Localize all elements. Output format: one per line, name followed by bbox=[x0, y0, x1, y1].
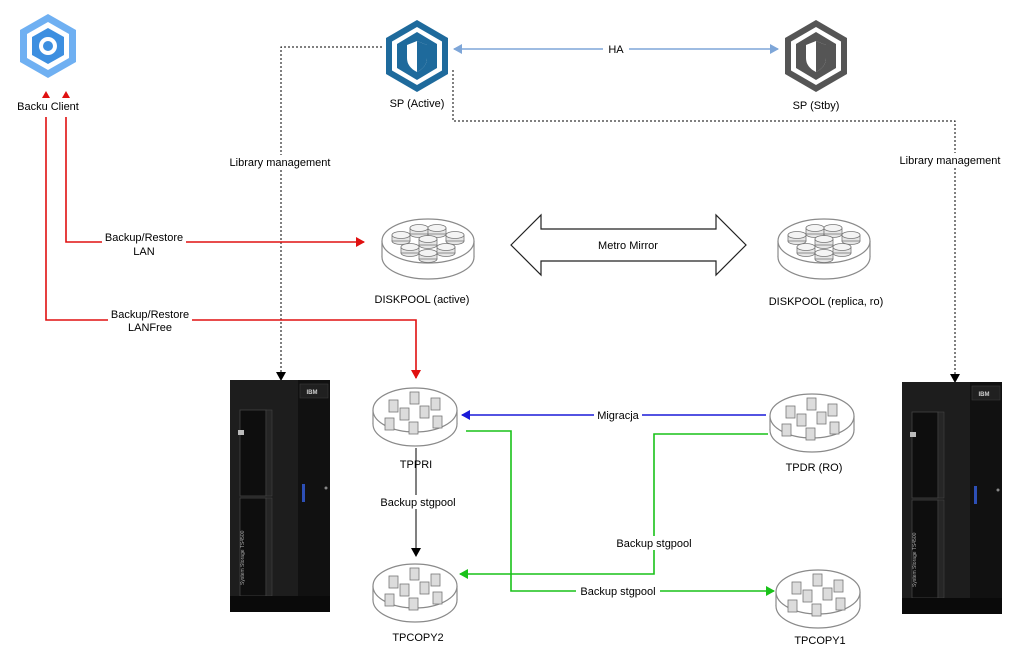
backup-stgpool-tpdr-connector bbox=[459, 433, 768, 579]
backup-stgpool-tpdr-label: Backup stgpool bbox=[616, 538, 691, 550]
backup-lanfree-label-2: LANFree bbox=[128, 322, 172, 334]
sp-active-label: SP (Active) bbox=[390, 98, 445, 110]
diskpool-active-label: DISKPOOL (active) bbox=[375, 294, 470, 306]
backup-client-icon[interactable] bbox=[20, 14, 76, 78]
client-arrow-lanfree bbox=[42, 91, 50, 98]
ha-label: HA bbox=[608, 44, 624, 56]
tpcopy1-icon[interactable] bbox=[775, 569, 861, 629]
backup-stgpool-vertical-label: Backup stgpool bbox=[380, 497, 455, 509]
tpdr-icon[interactable] bbox=[769, 393, 855, 453]
tpdr-label: TPDR (RO) bbox=[786, 462, 843, 474]
backup-client-label: Backu Client bbox=[17, 101, 79, 113]
metro-mirror-arrow bbox=[510, 213, 747, 277]
client-arrow-lan bbox=[62, 91, 70, 98]
diskpool-replica-label: DISKPOOL (replica, ro) bbox=[769, 296, 884, 308]
library-left-model: System Storage TS4500 bbox=[240, 530, 246, 585]
tpcopy2-label: TPCOPY2 bbox=[392, 632, 443, 644]
backup-stgpool-tpcopy1-connector bbox=[466, 430, 775, 596]
tppri-label: TPPRI bbox=[400, 459, 432, 471]
sp-stby-icon[interactable] bbox=[785, 20, 847, 92]
backup-lan-label-2: LAN bbox=[133, 246, 154, 258]
library-management-left-label: Library management bbox=[230, 157, 331, 169]
backup-lan-connector bbox=[65, 117, 365, 247]
backup-lan-label-1: Backup/Restore bbox=[105, 232, 183, 244]
tpcopy2-icon[interactable] bbox=[372, 563, 458, 623]
backup-lanfree-label-1: Backup/Restore bbox=[111, 309, 189, 321]
tppri-icon[interactable] bbox=[372, 387, 458, 447]
metro-mirror-label: Metro Mirror bbox=[598, 240, 658, 252]
library-right-model: System Storage TS4500 bbox=[912, 532, 918, 587]
sp-stby-label: SP (Stby) bbox=[793, 100, 840, 112]
library-left-brand: IBM bbox=[307, 390, 318, 396]
sp-active-icon[interactable] bbox=[386, 20, 448, 92]
diskpool-active-icon[interactable] bbox=[381, 218, 475, 280]
backup-lanfree-connector bbox=[45, 117, 421, 379]
library-right-brand: IBM bbox=[979, 392, 990, 398]
migracja-label: Migracja bbox=[597, 410, 639, 422]
tpcopy1-label: TPCOPY1 bbox=[794, 635, 845, 647]
library-management-right-connector bbox=[452, 70, 960, 383]
tape-library-right[interactable]: IBM System Storage TS4500 bbox=[901, 381, 1003, 615]
backup-stgpool-tpcopy1-label: Backup stgpool bbox=[580, 586, 655, 598]
diskpool-replica-icon[interactable] bbox=[777, 218, 871, 280]
library-management-left-connector bbox=[276, 46, 382, 381]
library-management-right-label: Library management bbox=[900, 155, 1001, 167]
tape-library-left[interactable]: IBM System Storage TS4500 bbox=[229, 379, 331, 613]
